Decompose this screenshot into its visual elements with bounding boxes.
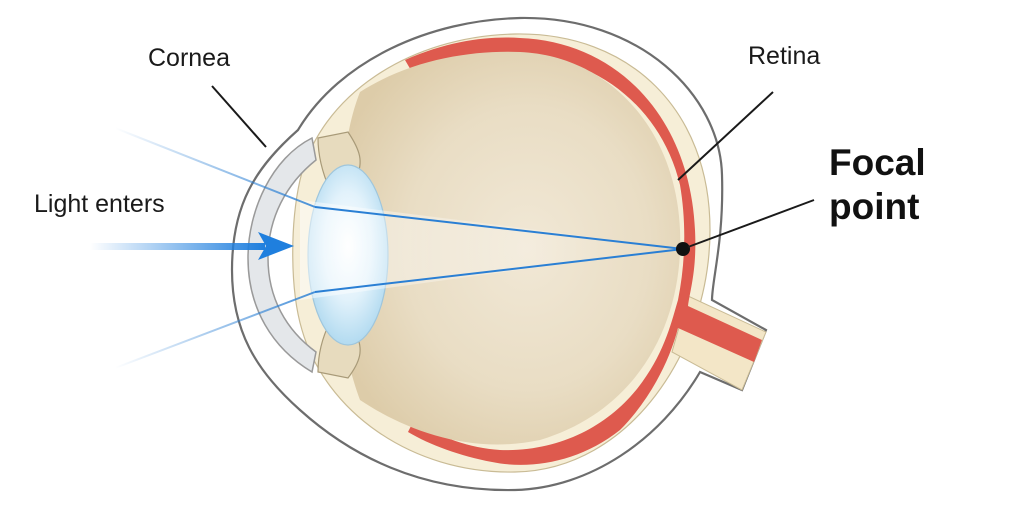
focal-point-label-line1: Focal	[829, 142, 926, 183]
cornea-label: Cornea	[148, 44, 230, 72]
focal-point-leader-line	[687, 199, 815, 248]
light-ray-top-incoming	[114, 127, 316, 208]
light-enters-label: Light enters	[34, 190, 165, 218]
cornea-leader-line	[211, 85, 267, 148]
retina-label: Retina	[748, 42, 821, 70]
focal-point-dot	[676, 242, 690, 256]
retina-layer	[405, 37, 762, 465]
light-beam-glow	[300, 200, 680, 300]
light-ray-bottom-incoming	[114, 291, 316, 369]
cornea	[247, 136, 317, 374]
focal-point-label: Focal point	[829, 141, 926, 229]
light-arrow-shaft	[90, 243, 265, 250]
light-ray-bottom-refracted	[314, 248, 684, 293]
retina-leader-line	[677, 91, 774, 181]
light-arrow-head	[258, 232, 294, 260]
focal-point-label-line2: point	[829, 186, 920, 227]
light-ray-top-refracted	[314, 206, 684, 250]
